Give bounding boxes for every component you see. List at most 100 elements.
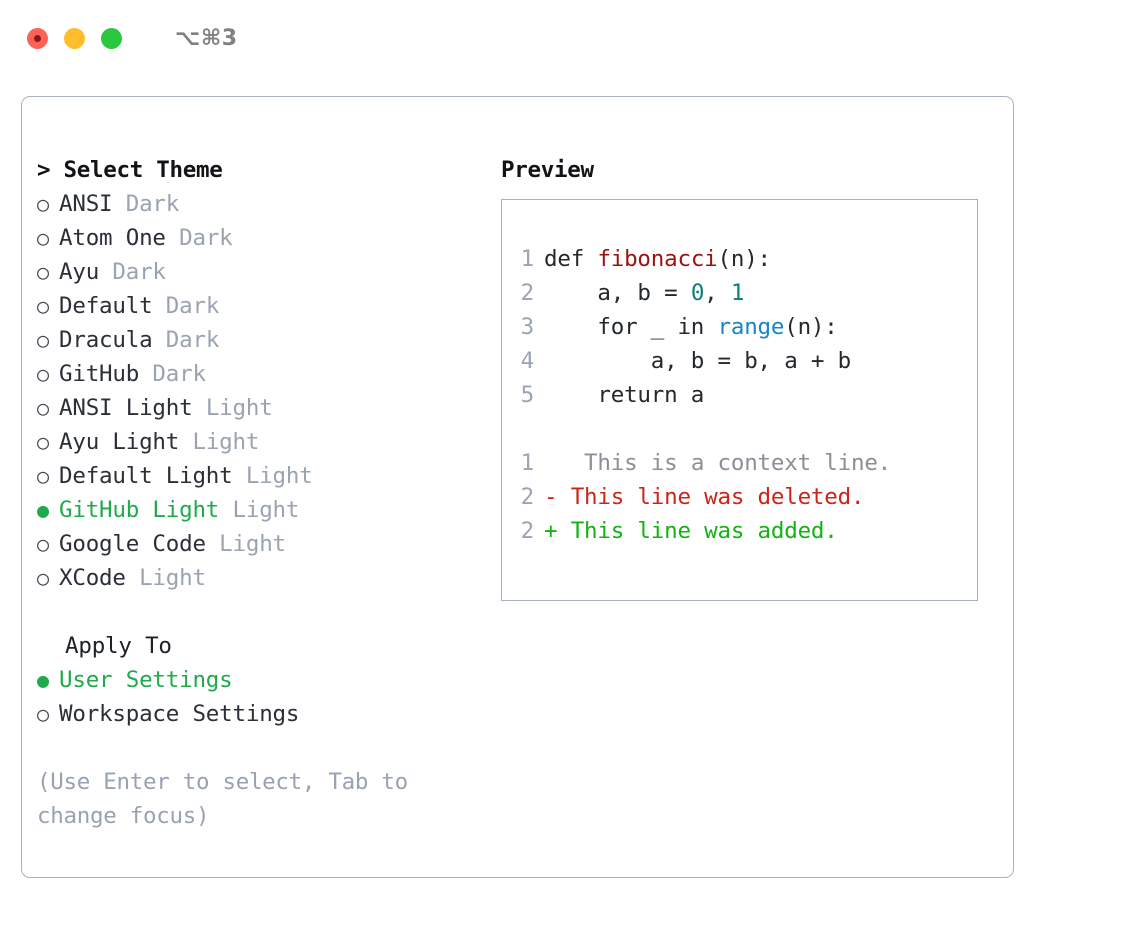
radio-unselected-icon: ○ (37, 702, 50, 726)
diff-line-text: This line was deleted. (557, 484, 865, 510)
diff-line-number: 2 (520, 484, 535, 510)
theme-option-variant-tag: Dark (139, 361, 206, 387)
theme-option-label: Default (59, 293, 153, 319)
apply-to-list: ● User Settings ○ Workspace Settings (37, 663, 497, 731)
radio-unselected-icon: ○ (37, 362, 50, 386)
close-button-icon[interactable] (27, 27, 48, 49)
theme-option-label: GitHub (59, 361, 140, 387)
theme-option-variant-tag: Light (192, 395, 273, 421)
diff-line-added: 2 + This line was added. (502, 514, 977, 548)
theme-option-default[interactable]: ○ Default Dark (37, 289, 497, 323)
apply-to-option-user-settings[interactable]: ● User Settings (37, 663, 497, 697)
caret-icon: > (37, 157, 51, 183)
code-line-number: 3 (520, 314, 535, 340)
traffic-light-group (27, 27, 122, 49)
diff-line-text: This line was added. (557, 518, 838, 544)
select-theme-heading: > Select Theme (37, 153, 497, 187)
theme-option-variant-tag: Dark (165, 225, 233, 251)
theme-option-ayu-light[interactable]: ○Ayu Light Light (37, 425, 497, 459)
code-line-number: 4 (520, 348, 535, 374)
theme-option-ansi-light[interactable]: ○ ANSI Light Light (37, 391, 497, 425)
code-token-plain: return a (544, 382, 705, 408)
diff-marker-icon: + (544, 518, 558, 544)
select-theme-title: Select Theme (63, 157, 223, 183)
theme-option-xcode[interactable]: ○XCode Light (37, 561, 497, 595)
diff-line-number: 1 (520, 450, 535, 476)
theme-option-default-light[interactable]: ○ Default Light Light (37, 459, 497, 493)
code-line-number: 5 (520, 382, 535, 408)
code-token-plain: for _ in (544, 314, 718, 340)
code-token-plain: a, b = b, a + b (544, 348, 851, 374)
radio-unselected-icon: ○ (37, 192, 50, 216)
radio-unselected-icon: ○ (37, 532, 50, 556)
theme-option-label: Ayu (59, 259, 100, 285)
radio-unselected-icon: ○ (37, 328, 50, 352)
radio-unselected-icon: ○ (37, 294, 50, 318)
radio-unselected-icon: ○ (37, 566, 50, 590)
theme-option-variant-tag: Light (205, 531, 286, 557)
theme-option-label: Google Code (59, 531, 206, 557)
theme-option-dracula[interactable]: ○ Dracula Dark (37, 323, 497, 357)
apply-to-option-label: Workspace Settings (59, 701, 300, 727)
code-token-plain: (n): (717, 246, 772, 272)
diff-marker-icon (544, 446, 557, 480)
theme-option-ayu[interactable]: ○ Ayu Dark (37, 255, 497, 289)
title-bar: ⌥⌘3 (0, 0, 1140, 76)
theme-option-variant-tag: Light (179, 429, 260, 455)
apply-to-option-workspace-settings[interactable]: ○ Workspace Settings (37, 697, 497, 731)
theme-option-label: XCode (59, 565, 126, 591)
preview-heading: Preview (501, 157, 594, 183)
theme-option-variant-tag: Light (232, 463, 313, 489)
theme-option-github-light[interactable]: ●GitHub Light Light (37, 493, 497, 527)
theme-option-atom-one[interactable]: ○Atom One Dark (37, 221, 497, 255)
apply-to-option-label: User Settings (59, 667, 233, 693)
theme-option-variant-tag: Dark (152, 293, 220, 319)
code-line-number: 2 (520, 280, 535, 306)
code-token-plain: a, b = (544, 280, 691, 306)
theme-list: ○ANSI Dark○Atom One Dark○Ayu Dark○Defaul… (37, 187, 497, 595)
theme-option-label: ANSI (59, 191, 113, 217)
apply-to-label: Apply To (65, 633, 172, 659)
keyboard-shortcut-label: ⌥⌘3 (175, 25, 238, 51)
theme-option-ansi[interactable]: ○ ANSI Dark (37, 187, 497, 221)
diff-line-deleted: 2- This line was deleted. (502, 480, 977, 514)
code-diff-spacer (502, 412, 977, 446)
radio-unselected-icon: ○ (37, 226, 50, 250)
code-line: 5 return a (502, 378, 977, 412)
zoom-button-icon[interactable] (101, 27, 122, 49)
main-panel: > Select Theme ○ANSI Dark○Atom One Dark○… (21, 96, 1014, 878)
diff-sample: 1 This is a context line.2- This line wa… (502, 446, 977, 548)
keyboard-hint-text: (Use Enter to select, Tab to change focu… (37, 769, 408, 829)
theme-option-variant-tag: Dark (99, 259, 166, 285)
theme-picker-column: > Select Theme ○ANSI Dark○Atom One Dark○… (37, 153, 497, 833)
theme-option-label: GitHub Light (59, 497, 220, 523)
radio-selected-icon: ● (37, 668, 50, 692)
radio-unselected-icon: ○ (37, 260, 50, 284)
code-line: 2 a, b = 0, 1 (502, 276, 977, 310)
radio-unselected-icon: ○ (37, 464, 50, 488)
theme-option-label: ANSI Light (59, 395, 193, 421)
code-line: 3 for _ in range(n): (502, 310, 977, 344)
theme-option-variant-tag: Dark (152, 327, 220, 353)
diff-marker-icon: - (544, 484, 558, 510)
theme-option-label: Dracula (59, 327, 153, 353)
code-token-number: 1 (730, 280, 745, 306)
diff-line-number: 2 (520, 518, 535, 544)
code-line-number: 1 (520, 246, 535, 272)
theme-option-variant-tag: Dark (112, 191, 180, 217)
code-token-number: 0 (690, 280, 705, 306)
theme-option-google-code[interactable]: ○ Google Code Light (37, 527, 497, 561)
theme-option-variant-tag: Light (219, 497, 300, 523)
minimize-button-icon[interactable] (64, 27, 85, 49)
theme-option-label: Default Light (59, 463, 233, 489)
code-token-builtin: range (717, 314, 785, 340)
theme-option-github[interactable]: ○ GitHub Dark (37, 357, 497, 391)
code-token-plain: (n): (784, 314, 838, 340)
code-token-function: fibonacci (597, 246, 718, 272)
radio-unselected-icon: ○ (37, 396, 50, 420)
code-token-plain: , (704, 280, 731, 306)
code-line: 4 a, b = b, a + b (502, 344, 977, 378)
